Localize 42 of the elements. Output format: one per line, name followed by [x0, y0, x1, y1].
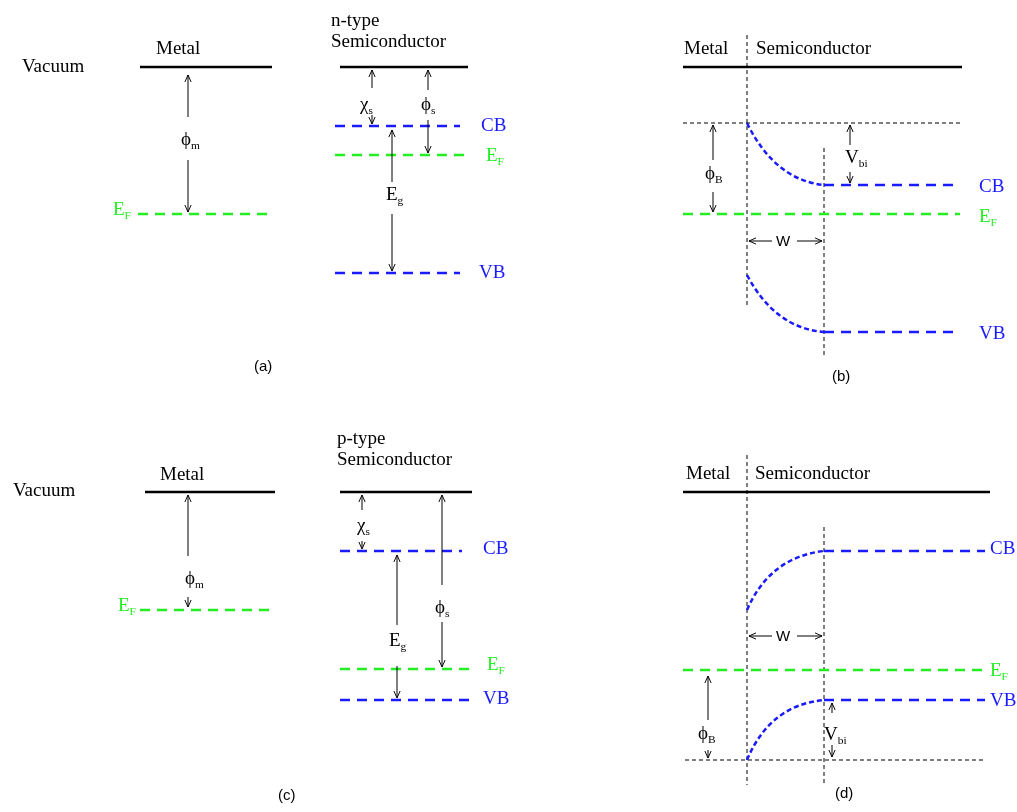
symbol-label: ϕ$_{s}$: [421, 94, 436, 117]
symbol-label: ϕ$_{B}$: [705, 163, 723, 186]
text-label: VB: [979, 323, 1006, 344]
panel-label: (c): [278, 787, 296, 804]
symbol-label: E$_{g}$: [386, 184, 404, 207]
panel-label: W: [776, 628, 791, 645]
panel-label: (d): [835, 785, 854, 802]
text-label: Metal: [686, 463, 731, 484]
text-label: VB: [479, 262, 506, 283]
text-label: E$_{F}$: [486, 145, 504, 168]
text-label: CB: [990, 538, 1016, 559]
text-label: E$_{F}$: [113, 199, 131, 222]
symbol-label: V$_{bi}$: [845, 147, 868, 170]
text-label: VB: [990, 690, 1017, 711]
text-label: Vacuum: [22, 56, 85, 77]
symbol-label: χ$_{s}$: [357, 515, 370, 538]
symbol-label: V$_{bi}$: [824, 724, 847, 747]
text-label: CB: [483, 538, 509, 559]
symbol-label: ϕ$_{s}$: [435, 597, 450, 620]
text-label: Metal: [156, 38, 201, 59]
text-label: Vacuum: [13, 480, 76, 501]
text-label: CB: [481, 115, 507, 136]
text-label: E$_{F}$: [118, 595, 136, 618]
text-label: p-type Semiconductor: [337, 428, 454, 470]
symbol-label: ϕ$_{B}$: [698, 723, 716, 746]
symbol-label: E$_{g}$: [389, 630, 407, 653]
panel-label: W: [776, 233, 791, 250]
text-label: VB: [483, 688, 510, 709]
text-label: Semiconductor: [756, 38, 872, 59]
symbol-label: ϕ$_{m}$: [185, 568, 204, 591]
panel-label: (b): [832, 368, 851, 385]
symbol-label: χ$_{s}$: [360, 94, 373, 117]
text-label: CB: [979, 176, 1005, 197]
symbol-label: ϕ$_{m}$: [181, 129, 200, 152]
panel-label: (a): [254, 358, 273, 375]
text-label: Metal: [160, 464, 205, 485]
text-label: Metal: [684, 38, 729, 59]
text-label: E$_{F}$: [990, 660, 1008, 683]
text-label: E$_{F}$: [979, 206, 997, 229]
text-label: E$_{F}$: [487, 654, 505, 677]
text-label: n-type Semiconductor: [331, 10, 448, 52]
text-label: Semiconductor: [755, 463, 871, 484]
